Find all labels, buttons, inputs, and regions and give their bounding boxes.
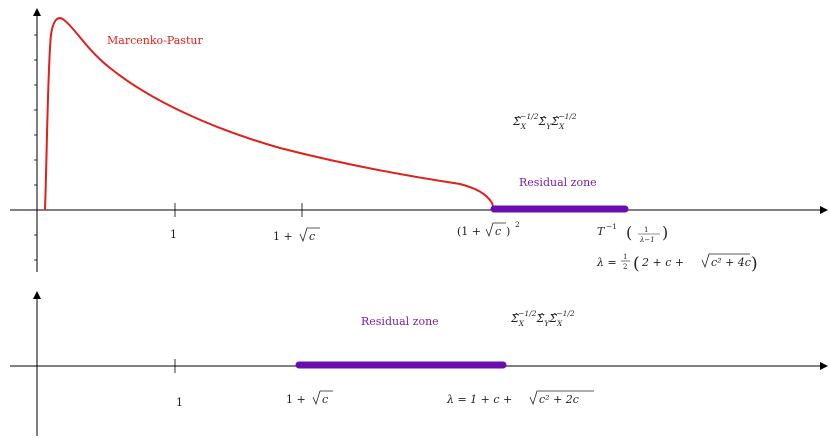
svg-text:c² + 2c: c² + 2c <box>539 393 579 406</box>
svg-text:1: 1 <box>623 253 627 261</box>
svg-text:(: ( <box>626 223 632 242</box>
svg-text:2 + c +: 2 + c + <box>641 256 684 269</box>
top-lambda-formula: λ = 1 2 ( 2 + c + c² + 4c ) <box>596 253 758 274</box>
bottom-tick-label-1: 1 <box>176 396 183 409</box>
svg-text:λ = 1 + c +: λ = 1 + c + <box>446 393 512 406</box>
svg-text:λ−1: λ−1 <box>639 236 655 244</box>
svg-text:2: 2 <box>623 263 627 271</box>
svg-text:−1: −1 <box>606 222 617 231</box>
svg-text:c: c <box>495 225 501 238</box>
bottom-tick-label-sqrt-c: 1 + c <box>286 390 333 406</box>
top-tinv-label: T −1 ( 1 λ−1 ) <box>597 222 668 244</box>
svg-text:1 +: 1 + <box>286 393 306 406</box>
bottom-lambda-formula: λ = 1 + c + c² + 2c <box>446 390 594 406</box>
svg-text:c² + 4c: c² + 4c <box>711 256 751 269</box>
svg-text:c: c <box>322 393 328 406</box>
svg-text:): ) <box>506 225 510 238</box>
top-residual-zone-label: Residual zone <box>519 176 597 189</box>
svg-text:1: 1 <box>644 226 648 234</box>
top-y-ticks <box>34 34 37 261</box>
top-tick-label-sqrt-c: 1 + c <box>273 227 320 243</box>
bottom-matrix-label: Σ̂X−1/2Σ̂YΣ̂X−1/2 <box>510 309 575 328</box>
svg-text:λ =: λ = <box>596 256 617 269</box>
svg-text:(1 +: (1 + <box>457 225 481 238</box>
svg-text:2: 2 <box>515 220 520 229</box>
top-tick-label-mp-edge: (1 + c ) 2 <box>457 220 520 238</box>
svg-text:1 +: 1 + <box>273 230 293 243</box>
svg-text:): ) <box>662 223 668 242</box>
marcenko-pastur-curve <box>44 17 495 211</box>
svg-text:c: c <box>309 230 315 243</box>
svg-text:T: T <box>597 225 606 238</box>
top-tick-label-1: 1 <box>170 228 177 241</box>
bottom-panel: Residual zone Σ̂X−1/2Σ̂YΣ̂X−1/2 1 1 + c … <box>10 291 828 436</box>
top-panel: Marcenko-Pastur Residual zone Σ̂X−1/2Σ̂Y… <box>10 8 828 274</box>
marcenko-pastur-label: Marcenko-Pastur <box>107 34 203 47</box>
bottom-residual-zone-label: Residual zone <box>361 315 439 328</box>
top-matrix-label: Σ̂X−1/2Σ̂YΣ̂X−1/2 <box>512 112 577 131</box>
svg-text:): ) <box>751 254 758 274</box>
svg-text:(: ( <box>633 254 640 274</box>
